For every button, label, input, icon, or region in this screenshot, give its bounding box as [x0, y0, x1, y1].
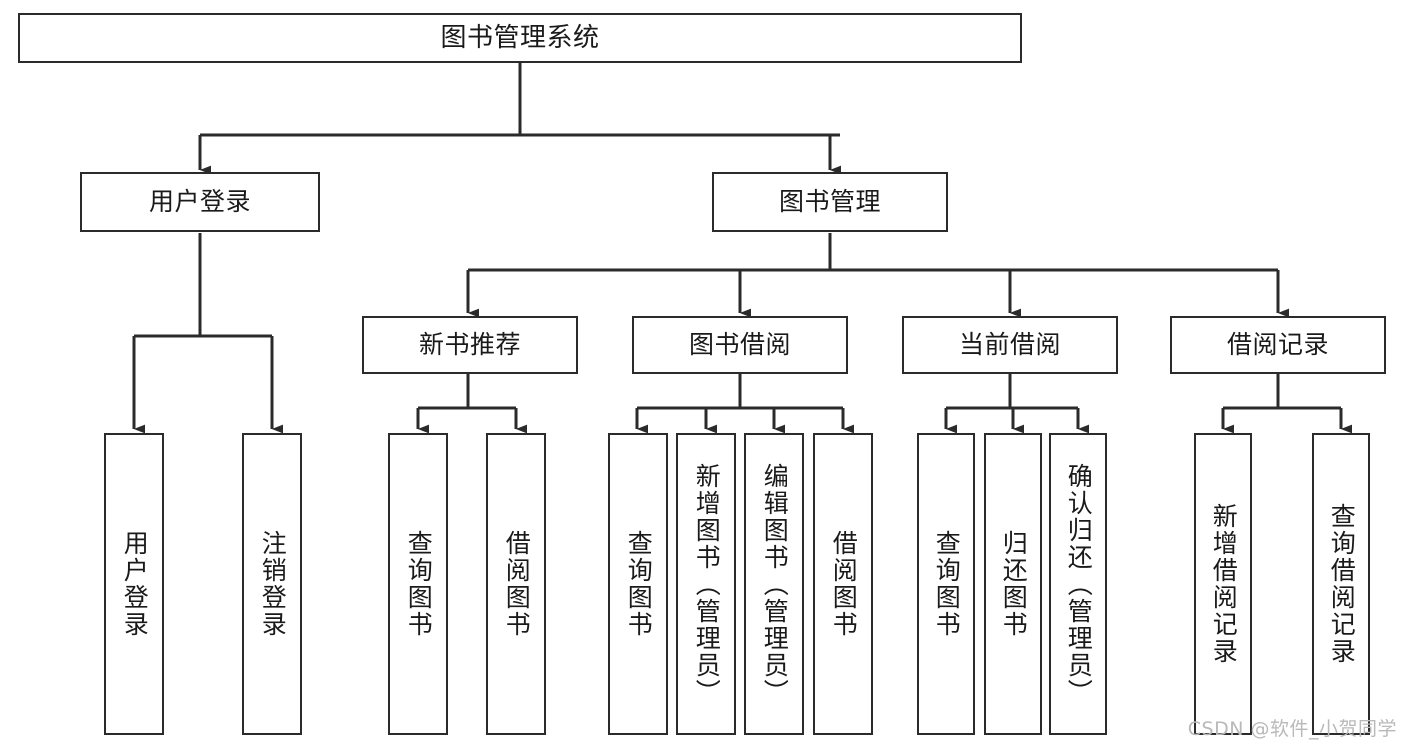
node-label: 新增图书（管理员）	[692, 462, 722, 706]
node-leaf-add-record[interactable]: 新增借阅记录	[1194, 433, 1252, 735]
node-leaf-add-book[interactable]: 新增图书（管理员）	[676, 433, 736, 735]
node-leaf-return-book[interactable]: 归还图书	[984, 433, 1042, 735]
node-leaf-query-book-2[interactable]: 查询图书	[608, 433, 668, 735]
node-leaf-user-login[interactable]: 用户登录	[104, 433, 164, 735]
node-current-borrow[interactable]: 当前借阅	[902, 316, 1118, 374]
node-leaf-borrow-book-1[interactable]: 借阅图书	[486, 433, 546, 735]
node-root-book-management-system[interactable]: 图书管理系统	[18, 13, 1022, 63]
node-leaf-query-record[interactable]: 查询借阅记录	[1312, 433, 1370, 735]
node-new-book-recommend[interactable]: 新书推荐	[362, 316, 578, 374]
node-label: 借阅图书	[502, 530, 532, 638]
node-leaf-query-book-1[interactable]: 查询图书	[388, 433, 448, 735]
node-label: 图书管理	[778, 187, 881, 217]
node-label: 确认归还（管理员）	[1064, 462, 1094, 706]
node-label: 注销登录	[258, 530, 288, 638]
node-label: 图书借阅	[688, 330, 791, 360]
node-label: 查询图书	[932, 530, 962, 638]
node-user-login[interactable]: 用户登录	[80, 172, 320, 232]
node-label: 新增借阅记录	[1209, 503, 1239, 665]
node-leaf-edit-book[interactable]: 编辑图书（管理员）	[744, 433, 804, 735]
node-label: 查询图书	[404, 530, 434, 638]
node-book-borrow[interactable]: 图书借阅	[632, 316, 848, 374]
node-label: 借阅记录	[1226, 330, 1329, 360]
node-label: 新书推荐	[418, 330, 521, 360]
watermark-text: CSDN @软件_小贺同学	[1187, 718, 1397, 740]
node-label: 借阅图书	[829, 530, 859, 638]
node-book-manage[interactable]: 图书管理	[712, 172, 948, 232]
node-leaf-confirm-return[interactable]: 确认归还（管理员）	[1049, 433, 1107, 735]
node-label: 用户登录	[120, 530, 150, 638]
node-label: 归还图书	[999, 530, 1029, 638]
node-label: 查询图书	[624, 530, 654, 638]
node-label: 查询借阅记录	[1327, 503, 1357, 665]
node-leaf-borrow-book-2[interactable]: 借阅图书	[813, 433, 873, 735]
node-leaf-query-book-3[interactable]: 查询图书	[917, 433, 975, 735]
node-label: 图书管理系统	[440, 22, 600, 53]
node-label: 当前借阅	[958, 330, 1061, 360]
node-leaf-user-logout[interactable]: 注销登录	[242, 433, 302, 735]
node-label: 编辑图书（管理员）	[760, 462, 790, 706]
node-borrow-record[interactable]: 借阅记录	[1170, 316, 1386, 374]
node-label: 用户登录	[148, 187, 251, 217]
